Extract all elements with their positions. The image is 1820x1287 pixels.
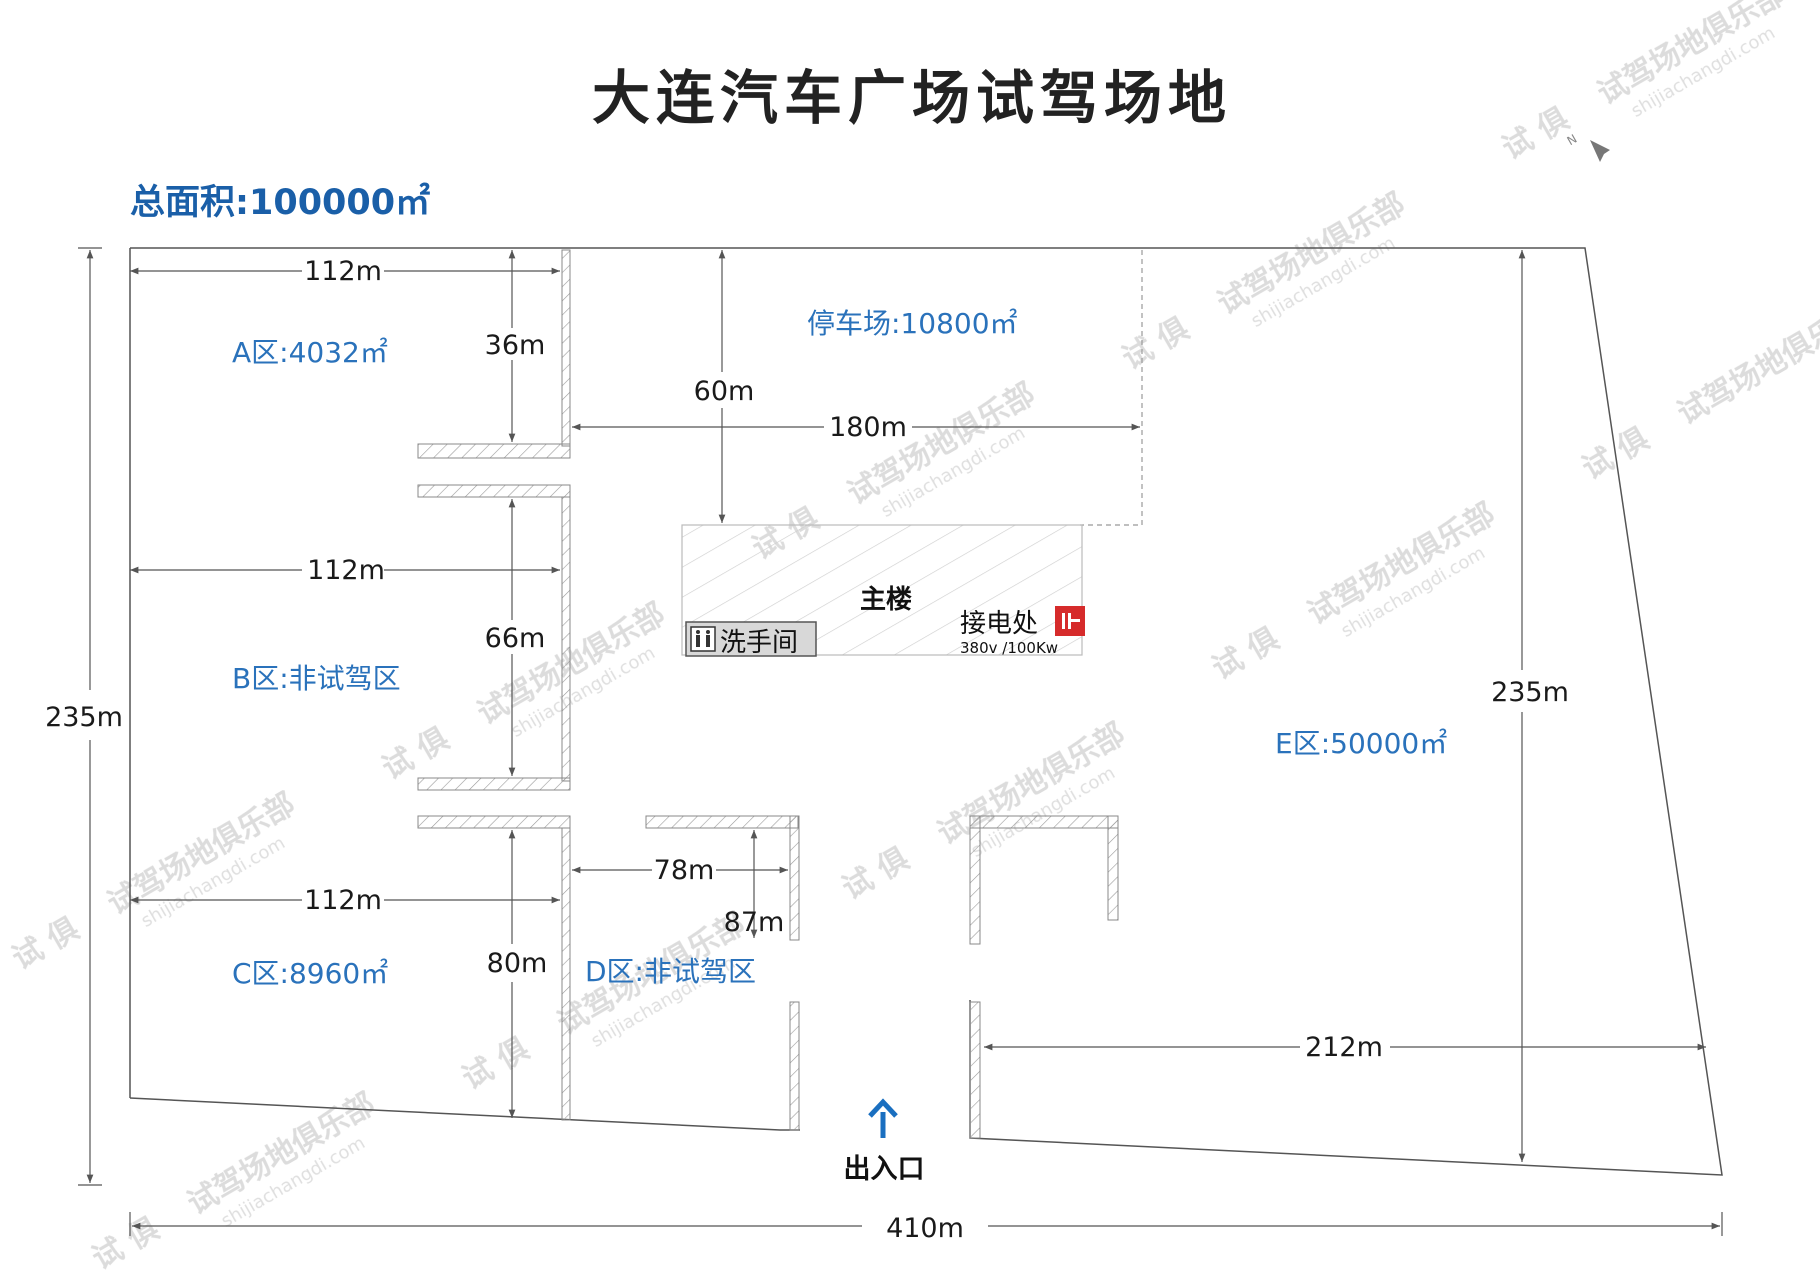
dim-c-width: 112m bbox=[304, 885, 382, 916]
toilet-label: 洗手间 bbox=[720, 628, 798, 658]
dim-a-height: 36m bbox=[485, 330, 546, 361]
dim-a-width: 112m bbox=[304, 256, 382, 287]
dim-parking-width: 180m bbox=[829, 412, 907, 443]
parking-boundary bbox=[1080, 250, 1143, 526]
toilet-icon bbox=[690, 626, 716, 652]
toilet: 洗手间 bbox=[685, 621, 817, 658]
watermark-logo: 试 俱 bbox=[837, 841, 916, 907]
power-spec: 380v /100Kw bbox=[960, 639, 1058, 657]
page-title: 大连汽车广场试驾场地 bbox=[592, 64, 1232, 132]
watermark-logo: 试 俱 bbox=[1117, 311, 1196, 377]
main-building-label: 主楼 bbox=[860, 585, 912, 615]
dim-bottom-total: 410m bbox=[886, 1213, 964, 1244]
walls bbox=[417, 249, 1119, 1139]
site-boundary bbox=[129, 247, 1723, 1176]
north-arrow-icon: N bbox=[1565, 132, 1610, 162]
watermark-logo: 试 俱 bbox=[1497, 101, 1576, 167]
watermark-logo: 试 俱 bbox=[377, 721, 456, 787]
dim-b-width: 112m bbox=[307, 555, 385, 586]
dim-parking-depth: 60m bbox=[694, 376, 755, 407]
dim-d-height: 87m bbox=[724, 907, 785, 938]
dim-right-total: 235m bbox=[1491, 677, 1569, 708]
total-area-label: 总面积:100000㎡ bbox=[130, 182, 430, 223]
watermark-logo: 试 俱 bbox=[457, 1031, 536, 1097]
entrance-label: 出入口 bbox=[844, 1154, 925, 1185]
dim-d-width: 78m bbox=[654, 855, 715, 886]
zone-e-label: E区:50000㎡ bbox=[1275, 727, 1447, 760]
power-label: 接电处 bbox=[960, 609, 1038, 639]
dim-c-height: 80m bbox=[487, 948, 548, 979]
zone-b-label: B区:非试驾区 bbox=[232, 662, 401, 695]
zone-a-label: A区:4032㎡ bbox=[232, 336, 388, 369]
watermark-logo: 试 俱 bbox=[1207, 621, 1286, 687]
zone-c-label: C区:8960㎡ bbox=[232, 957, 388, 990]
power-icon bbox=[1055, 606, 1085, 636]
watermark-text: 试驾场地俱乐部 bbox=[1672, 297, 1820, 432]
watermark-text: 试驾场地俱乐部 bbox=[1592, 0, 1791, 112]
watermark-logo: 试 俱 bbox=[7, 911, 86, 977]
watermark-logo: 试 俱 bbox=[87, 1211, 166, 1277]
power-point: 接电处 380v /100Kw bbox=[960, 606, 1085, 657]
zone-parking-label: 停车场:10800㎡ bbox=[807, 307, 1018, 340]
dim-e-width: 212m bbox=[1305, 1032, 1383, 1063]
dimension-lines bbox=[78, 247, 1723, 1236]
dim-b-height: 66m bbox=[485, 623, 546, 654]
entrance-arrow-icon bbox=[868, 1098, 898, 1138]
dim-left-total: 235m bbox=[45, 702, 123, 733]
zone-d-label: D区:非试驾区 bbox=[585, 955, 756, 988]
svg-text:N: N bbox=[1565, 132, 1580, 149]
